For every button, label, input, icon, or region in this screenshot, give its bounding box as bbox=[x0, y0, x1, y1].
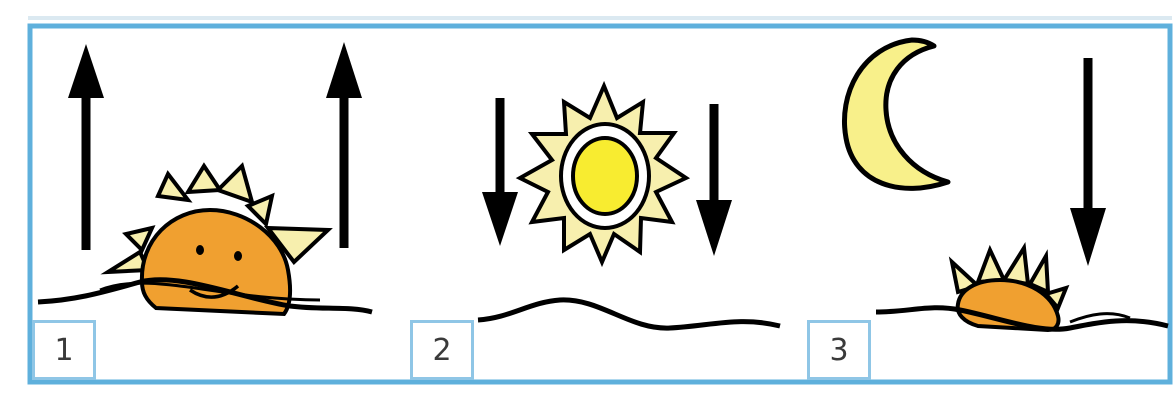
panel-number-1: 1 bbox=[32, 320, 96, 380]
panel-number-2: 2 bbox=[410, 320, 474, 380]
panel-number-3: 3 bbox=[807, 320, 871, 380]
